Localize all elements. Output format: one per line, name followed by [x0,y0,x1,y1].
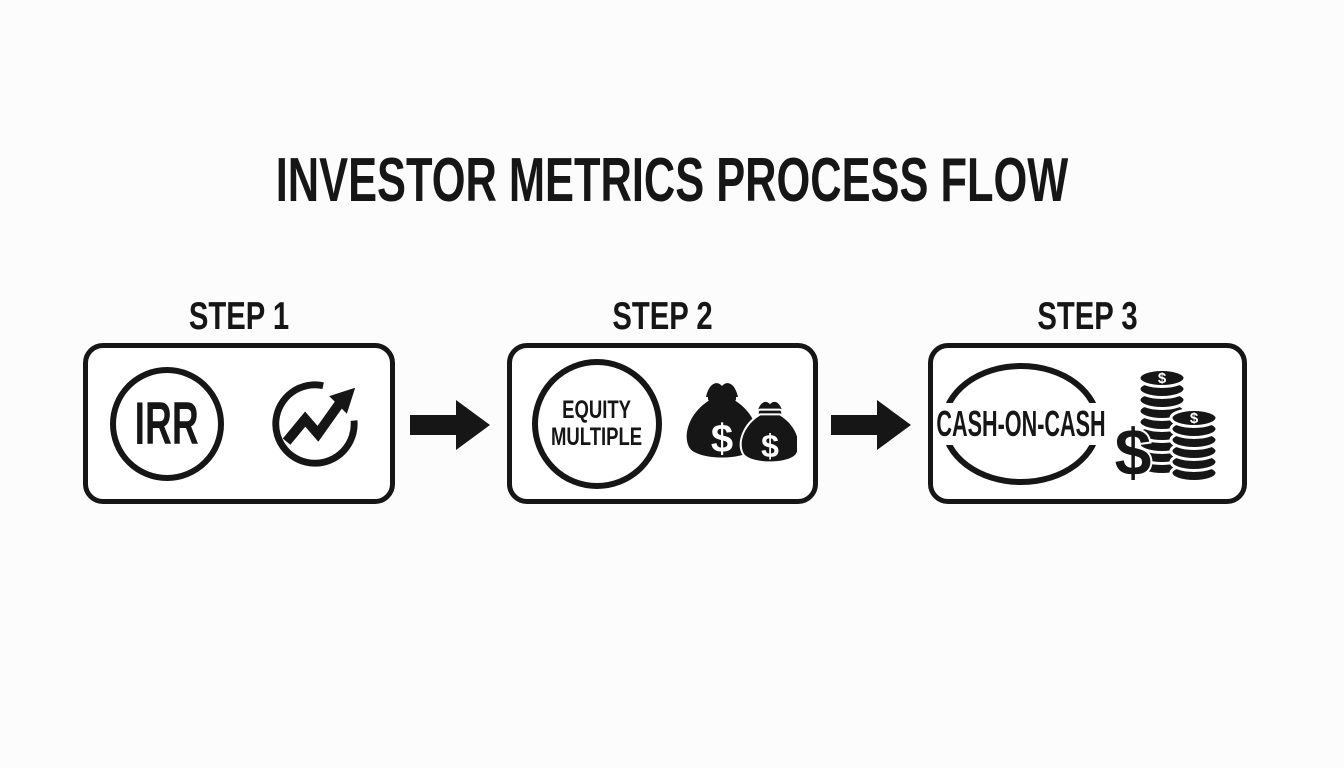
diagram-title: INVESTOR METRICS PROCESS FLOW [275,146,1069,215]
step-3-card: CASH-ON-CASH $ [928,343,1247,504]
money-bags-icon: $ $ [686,382,797,464]
step-1-card: IRR [83,343,395,504]
irr-label: IRR [134,390,200,457]
equity-multiple-label: EQUITY MULTIPLE [551,395,643,451]
equity-multiple-badge: EQUITY MULTIPLE [532,358,662,489]
multiple-line: MULTIPLE [551,422,643,451]
cash-on-cash-badge: CASH-ON-CASH [935,362,1107,485]
flow-arrow-icon [410,400,490,450]
dollar-sign: $ [1158,370,1167,387]
dollar-sign: $ [761,428,779,464]
dollar-sign: $ [711,417,733,461]
equity-line: EQUITY [562,395,632,424]
coin-stack-short: $ [1169,407,1219,483]
flow-arrow-icon [831,400,911,450]
big-dollar-sign: $ [1115,415,1152,485]
trending-up-circle-icon [272,380,358,467]
step-2-label: STEP 2 [612,295,713,338]
coin-stacks-icon: $ $ $ [1113,367,1219,485]
irr-badge: IRR [110,366,224,481]
step-1-label: STEP 1 [188,295,290,338]
step-3-label: STEP 3 [1037,295,1138,338]
step-2-card: EQUITY MULTIPLE $ $ [507,343,818,504]
cash-on-cash-label: CASH-ON-CASH [935,402,1107,445]
dollar-sign: $ [1190,410,1199,427]
money-bag-small: $ [739,399,797,464]
